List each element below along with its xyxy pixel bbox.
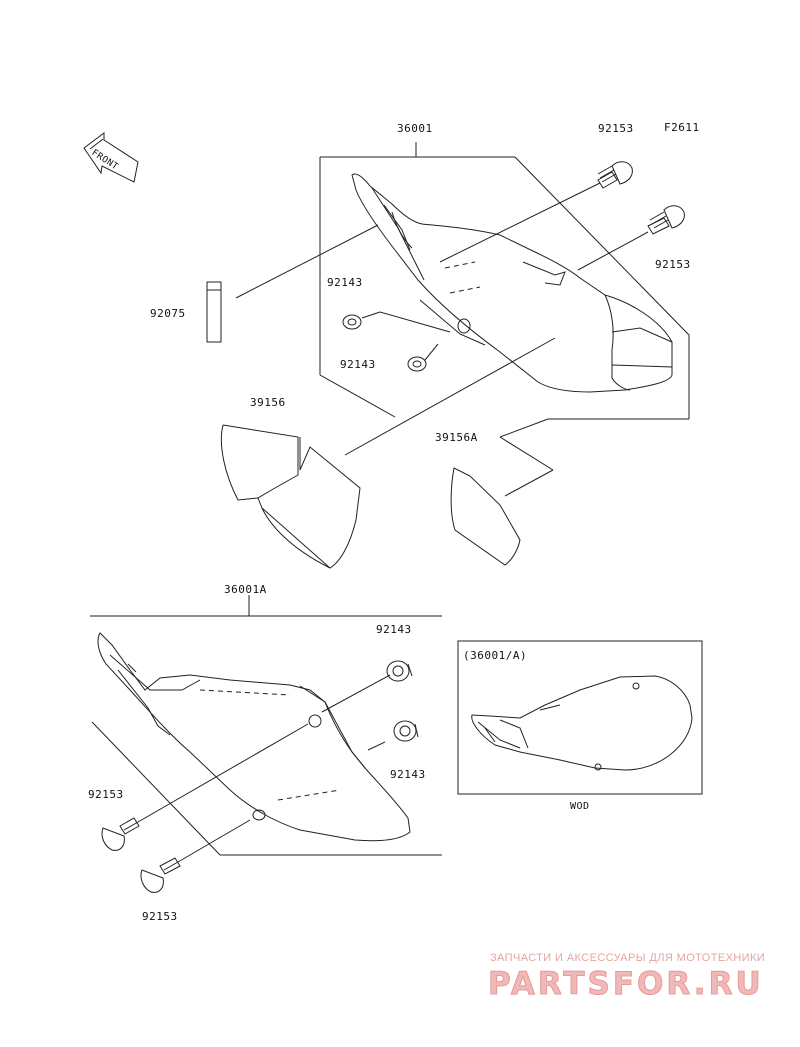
figure-code: F2611 (664, 121, 700, 134)
upper-leader-lines (236, 183, 648, 496)
label-cover-right: 36001 (397, 122, 433, 135)
collar-3-icon (387, 661, 412, 681)
pad-icon (207, 282, 221, 342)
inset-caption: WOD (570, 801, 590, 812)
label-collar-2: 92143 (340, 358, 376, 371)
bolt-bottom-1-icon (102, 818, 139, 850)
label-cover-left: 36001A (224, 583, 267, 596)
label-bolt-bottom-1: 92153 (88, 788, 124, 801)
front-arrow-icon (84, 133, 138, 182)
lower-group-bracket (90, 595, 442, 855)
lower-leader-lines (138, 675, 390, 862)
watermark-brand: PARTSFOR.RU (488, 966, 764, 1003)
label-decal-1: 39156 (250, 396, 286, 409)
inset-title: (36001/A) (463, 649, 528, 662)
decal-39156 (221, 425, 360, 568)
label-pad: 92075 (150, 307, 186, 320)
watermark-tagline: ЗАПЧАСТИ И АКСЕССУАРЫ ДЛЯ МОТОТЕХНИКИ (490, 952, 766, 964)
label-bolt-top-1: 92153 (598, 122, 634, 135)
collar-4-icon (394, 721, 418, 741)
bolt-top-2-icon (648, 206, 684, 234)
label-bolt-bottom-2: 92153 (142, 910, 178, 923)
upper-group-bracket (320, 142, 689, 419)
bolt-top-1-icon (598, 162, 632, 188)
side-cover-left (98, 633, 410, 841)
label-collar-3: 92143 (376, 623, 412, 636)
label-collar-1: 92143 (327, 276, 363, 289)
label-decal-2: 39156A (435, 431, 478, 444)
label-bolt-top-2: 92153 (655, 258, 691, 271)
side-cover-right (352, 174, 672, 392)
label-collar-4: 92143 (390, 768, 426, 781)
bolt-bottom-2-icon (141, 858, 180, 892)
decal-39156A (451, 468, 520, 565)
inset-box (458, 641, 702, 794)
collar-2-icon (408, 357, 426, 371)
collar-1-icon (343, 315, 361, 329)
